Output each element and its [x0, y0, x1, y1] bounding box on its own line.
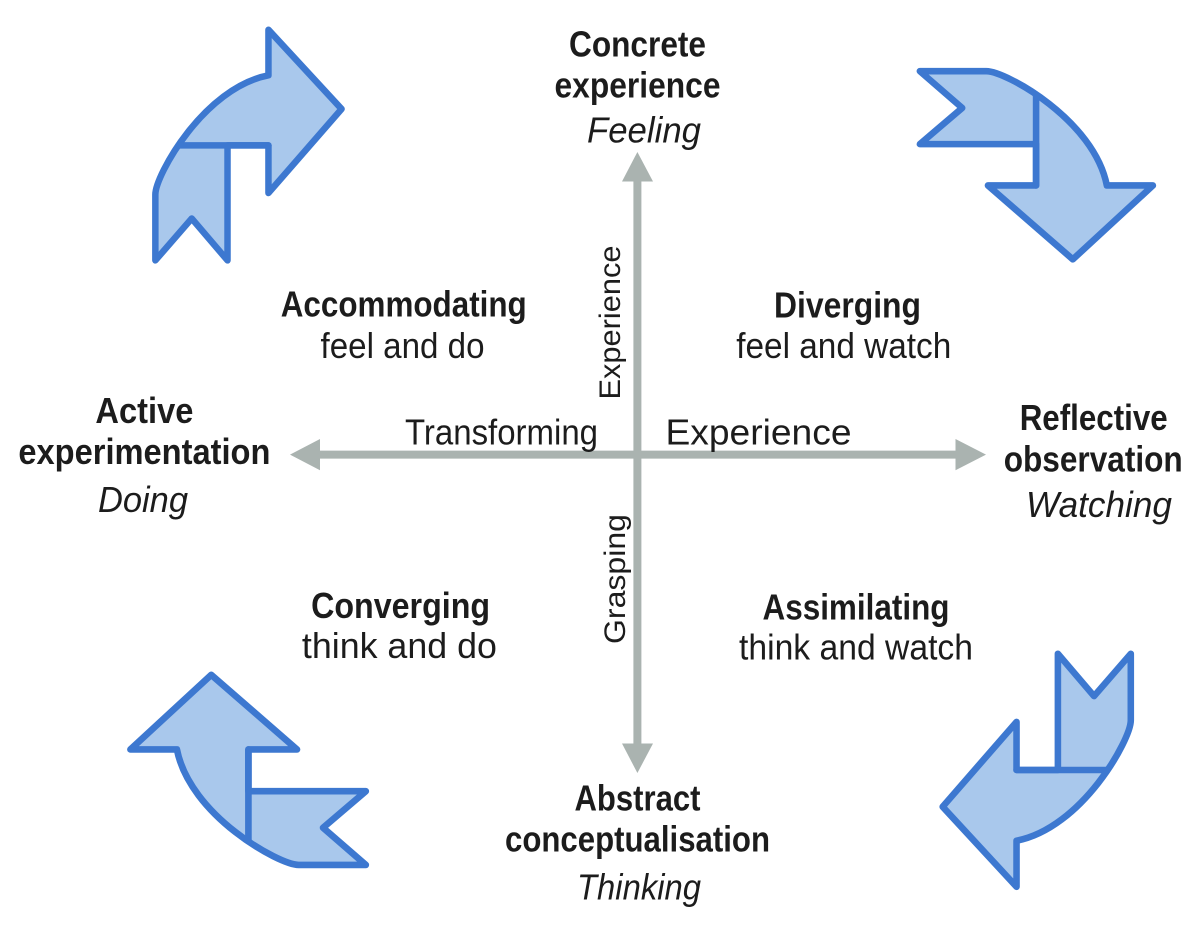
svg-text:Experience: Experience [594, 246, 627, 400]
svg-text:Thinking: Thinking [577, 867, 701, 908]
svg-text:observation: observation [1004, 438, 1183, 479]
svg-text:think and watch: think and watch [739, 627, 973, 668]
svg-text:experimentation: experimentation [18, 431, 270, 472]
svg-text:Accommodating: Accommodating [281, 284, 527, 325]
svg-text:conceptualisation: conceptualisation [505, 819, 770, 860]
svg-text:experience: experience [555, 65, 721, 106]
svg-text:Active: Active [95, 390, 193, 431]
svg-text:Watching: Watching [1026, 484, 1172, 525]
svg-text:Doing: Doing [98, 479, 188, 520]
svg-text:Abstract: Abstract [575, 778, 701, 819]
svg-text:feel and do: feel and do [321, 325, 485, 366]
svg-text:Transforming: Transforming [405, 412, 598, 453]
svg-text:Converging: Converging [311, 585, 490, 626]
svg-text:Feeling: Feeling [587, 110, 701, 151]
svg-text:think and do: think and do [302, 625, 497, 666]
svg-text:Experience: Experience [666, 412, 852, 453]
svg-text:feel and watch: feel and watch [736, 325, 951, 366]
svg-text:Concrete: Concrete [569, 24, 706, 65]
svg-text:Grasping: Grasping [599, 514, 632, 644]
svg-text:Diverging: Diverging [774, 285, 921, 326]
svg-text:Assimilating: Assimilating [763, 587, 950, 628]
svg-text:Reflective: Reflective [1020, 397, 1168, 438]
